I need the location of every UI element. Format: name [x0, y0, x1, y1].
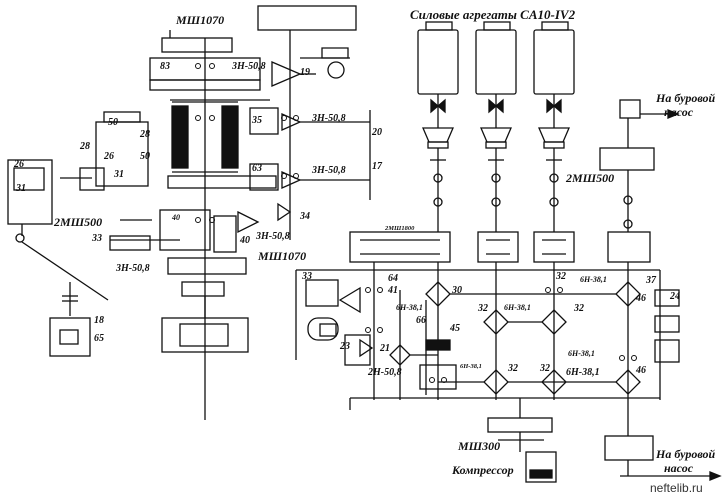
watermark: neftelib.ru — [650, 481, 703, 495]
num-46b: 46 — [636, 365, 646, 376]
num-32c: 32 — [556, 271, 566, 282]
clutch-row-2msh1800 — [349, 231, 575, 263]
num-32a: 32 — [478, 303, 488, 314]
num-40b: 40 — [240, 235, 250, 246]
num-18: 18 — [94, 315, 104, 326]
chain-label-3: 3Н-50,8 — [312, 165, 346, 176]
num-24: 24 — [670, 291, 680, 302]
num-17: 17 — [372, 161, 382, 172]
num-32d: 32 — [508, 363, 518, 374]
pump-outputs — [599, 99, 722, 481]
num-50b: 50 — [140, 151, 150, 162]
msh1070-top-label: МШ1070 — [176, 13, 225, 27]
num-64: 64 — [388, 273, 398, 284]
chain-label-9: 6Н-38,1 — [580, 275, 607, 284]
pump-top-line2: насос — [664, 105, 694, 119]
num-65: 65 — [94, 333, 104, 344]
num-83: 83 — [160, 61, 170, 72]
num-45: 45 — [450, 323, 460, 334]
num-26a: 26 — [14, 159, 24, 170]
chain-label-1: 3Н-50,8 — [232, 61, 266, 72]
msh500-left-label: 2МШ500 — [54, 215, 103, 229]
num-26b: 26 — [104, 151, 114, 162]
num-19: 19 — [300, 67, 310, 78]
chain-label-8: 6Н-38,1 — [504, 303, 531, 312]
num-31a: 31 — [16, 183, 26, 194]
num-30: 30 — [452, 285, 462, 296]
num-28a: 28 — [80, 141, 90, 152]
num-34: 34 — [300, 211, 310, 222]
num-40a: 40 — [172, 213, 180, 222]
num-50a: 50 — [108, 117, 118, 128]
num-35: 35 — [252, 115, 262, 126]
pump-bottom-line1: На буровой — [656, 447, 716, 461]
num-23: 23 — [340, 341, 350, 352]
power-unit-3 — [533, 21, 575, 149]
num-21: 21 — [380, 343, 390, 354]
drive-shafts — [430, 148, 562, 232]
num-33a: 33 — [92, 233, 102, 244]
num-20: 20 — [372, 127, 382, 138]
compressor-label: Компрессор — [452, 463, 514, 477]
gear-block-right-inner — [305, 279, 457, 400]
msh1800-label: 2МШ1800 — [385, 225, 415, 232]
num-41: 41 — [388, 285, 398, 296]
chain-label-11: 6Н-38,1 — [566, 367, 600, 378]
msh500-right-label: 2МШ500 — [566, 171, 615, 185]
chain-label-10: 6Н-38,1 — [460, 363, 482, 370]
chain-label-7: 6Н-38,1 — [396, 303, 423, 312]
power-unit-1 — [417, 21, 459, 149]
bearing-dots — [195, 63, 637, 383]
num-37: 37 — [646, 275, 656, 286]
lower-drum-section — [109, 209, 260, 353]
chain-label-2: 3Н-50,8 — [312, 113, 346, 124]
num-33b: 33 — [302, 271, 312, 282]
right-transmission-frame — [295, 262, 661, 410]
drum-and-gears-left — [149, 57, 371, 222]
num-46a: 46 — [636, 293, 646, 304]
num-63: 63 — [252, 163, 262, 174]
pump-top-line1: На буровой — [656, 91, 716, 105]
pump-bottom-line2: насос — [664, 461, 694, 475]
msh300-label: МШ300 — [458, 439, 501, 453]
chain-label-6: 2Н-50,8 — [368, 367, 402, 378]
chain-label-12: 6Н-38,1 — [568, 349, 595, 358]
power-units-title: Силовые агрегаты CA10-IV2 — [410, 7, 576, 22]
num-32e: 32 — [540, 363, 550, 374]
num-66: 66 — [416, 315, 426, 326]
num-32b: 32 — [574, 303, 584, 314]
num-31b: 31 — [114, 169, 124, 180]
compressor-drive — [487, 398, 557, 483]
far-left-clutch — [7, 111, 149, 357]
chain-label-5: 3Н-50,8 — [116, 263, 150, 274]
power-unit-2 — [475, 21, 517, 149]
num-28b: 28 — [140, 129, 150, 140]
msh1070-bottom-label: МШ1070 — [258, 249, 307, 263]
chain-label-4: 3Н-50,8 — [256, 231, 290, 242]
sprockets-right — [389, 281, 641, 395]
